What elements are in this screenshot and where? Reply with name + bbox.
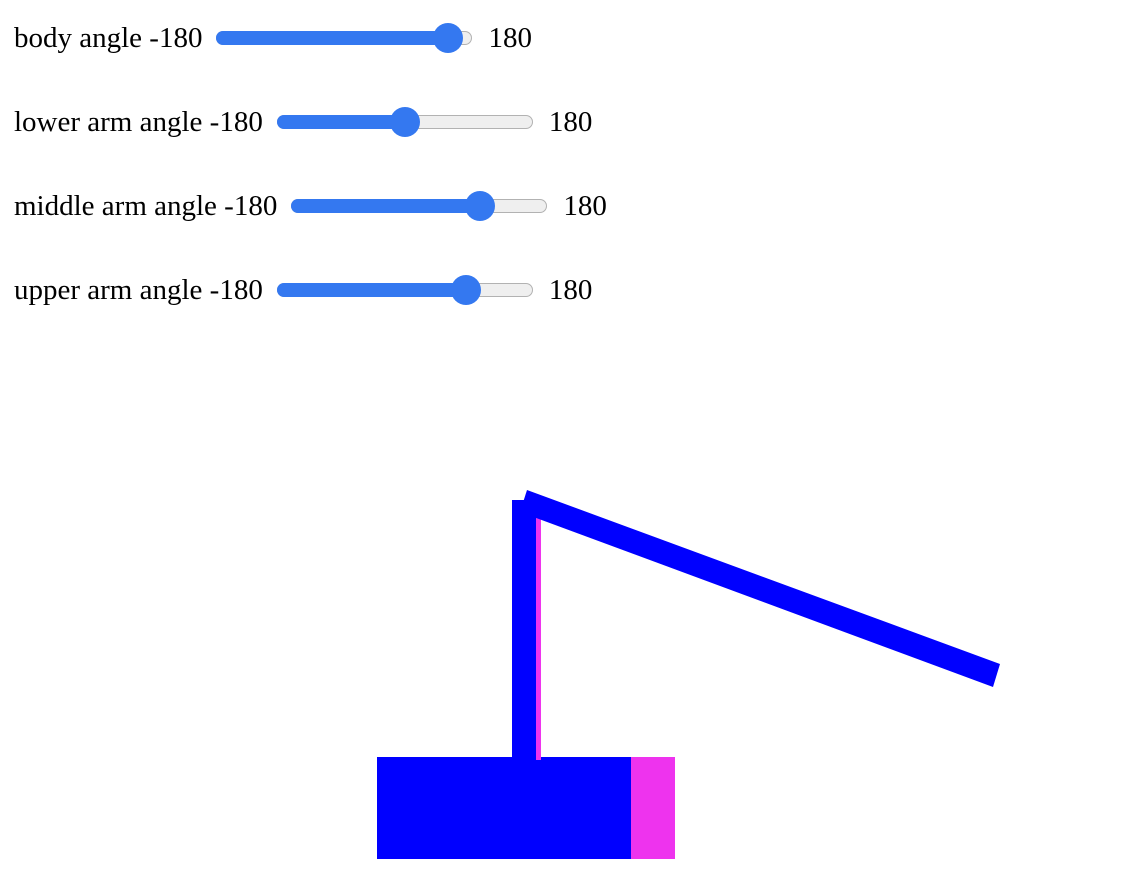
lower-arm [512,500,536,760]
body-angle-label: body angle -180 [14,21,203,54]
slider-fill [276,115,405,129]
upper-arm-angle-max-label: 180 [548,273,593,306]
body-angle-max-label: 180 [488,21,532,54]
slider-thumb[interactable] [433,23,464,53]
slider-thumb[interactable] [450,275,481,305]
middle-arm-angle-max-label: 180 [563,189,607,222]
robot-base-side [631,757,675,859]
slider-fill [216,31,449,45]
slider-thumb[interactable] [465,191,496,221]
body-angle-row: body angle -180 180 [14,18,532,58]
slider-fill [276,283,466,297]
lower-arm-angle-slider[interactable] [276,102,533,142]
slider-thumb[interactable] [389,107,420,137]
upper-arm-angle-slider[interactable] [276,270,533,310]
lower-arm-side [534,515,541,760]
upper-arm-angle-row: upper arm angle -180 180 [14,270,592,310]
middle-arm-angle-row: middle arm angle -180 180 [14,186,607,226]
lower-arm-angle-row: lower arm angle -180 180 [14,102,592,142]
middle-arm-angle-label: middle arm angle -180 [14,189,278,222]
lower-arm-angle-max-label: 180 [548,105,593,138]
body-angle-slider[interactable] [216,18,473,58]
middle-arm-angle-slider[interactable] [291,186,548,226]
middle-arm [520,490,1000,687]
upper-arm-angle-label: upper arm angle -180 [14,273,263,306]
robot-base [377,757,631,859]
slider-fill [291,199,481,213]
lower-arm-angle-label: lower arm angle -180 [14,105,263,138]
